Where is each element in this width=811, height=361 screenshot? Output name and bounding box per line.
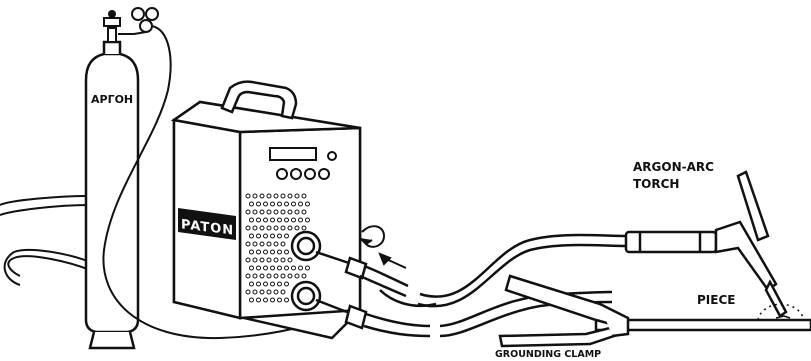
knob-4: [319, 169, 329, 179]
gas-hose-left: [0, 196, 90, 285]
torch-cable: [316, 235, 626, 306]
machine-display: [270, 148, 316, 160]
knob-2: [291, 169, 301, 179]
gas-regulator: [104, 8, 158, 42]
twist-arrow-icon: [360, 226, 384, 247]
grounding-clamp-label: GROUNDING CLAMP: [495, 349, 601, 360]
cylinder-label: АРГОН: [91, 93, 133, 106]
knob-1: [277, 169, 287, 179]
knob-3: [305, 169, 315, 179]
torch-label-line1: ARGON-ARC: [633, 160, 714, 174]
piece-label: PIECE: [697, 293, 735, 307]
torch-label-line2: TORCH: [633, 177, 679, 191]
power-led: [328, 152, 336, 160]
arc-spark: [776, 316, 790, 318]
insert-arrow-icon: [380, 254, 406, 268]
argon-cylinder: [86, 42, 138, 348]
